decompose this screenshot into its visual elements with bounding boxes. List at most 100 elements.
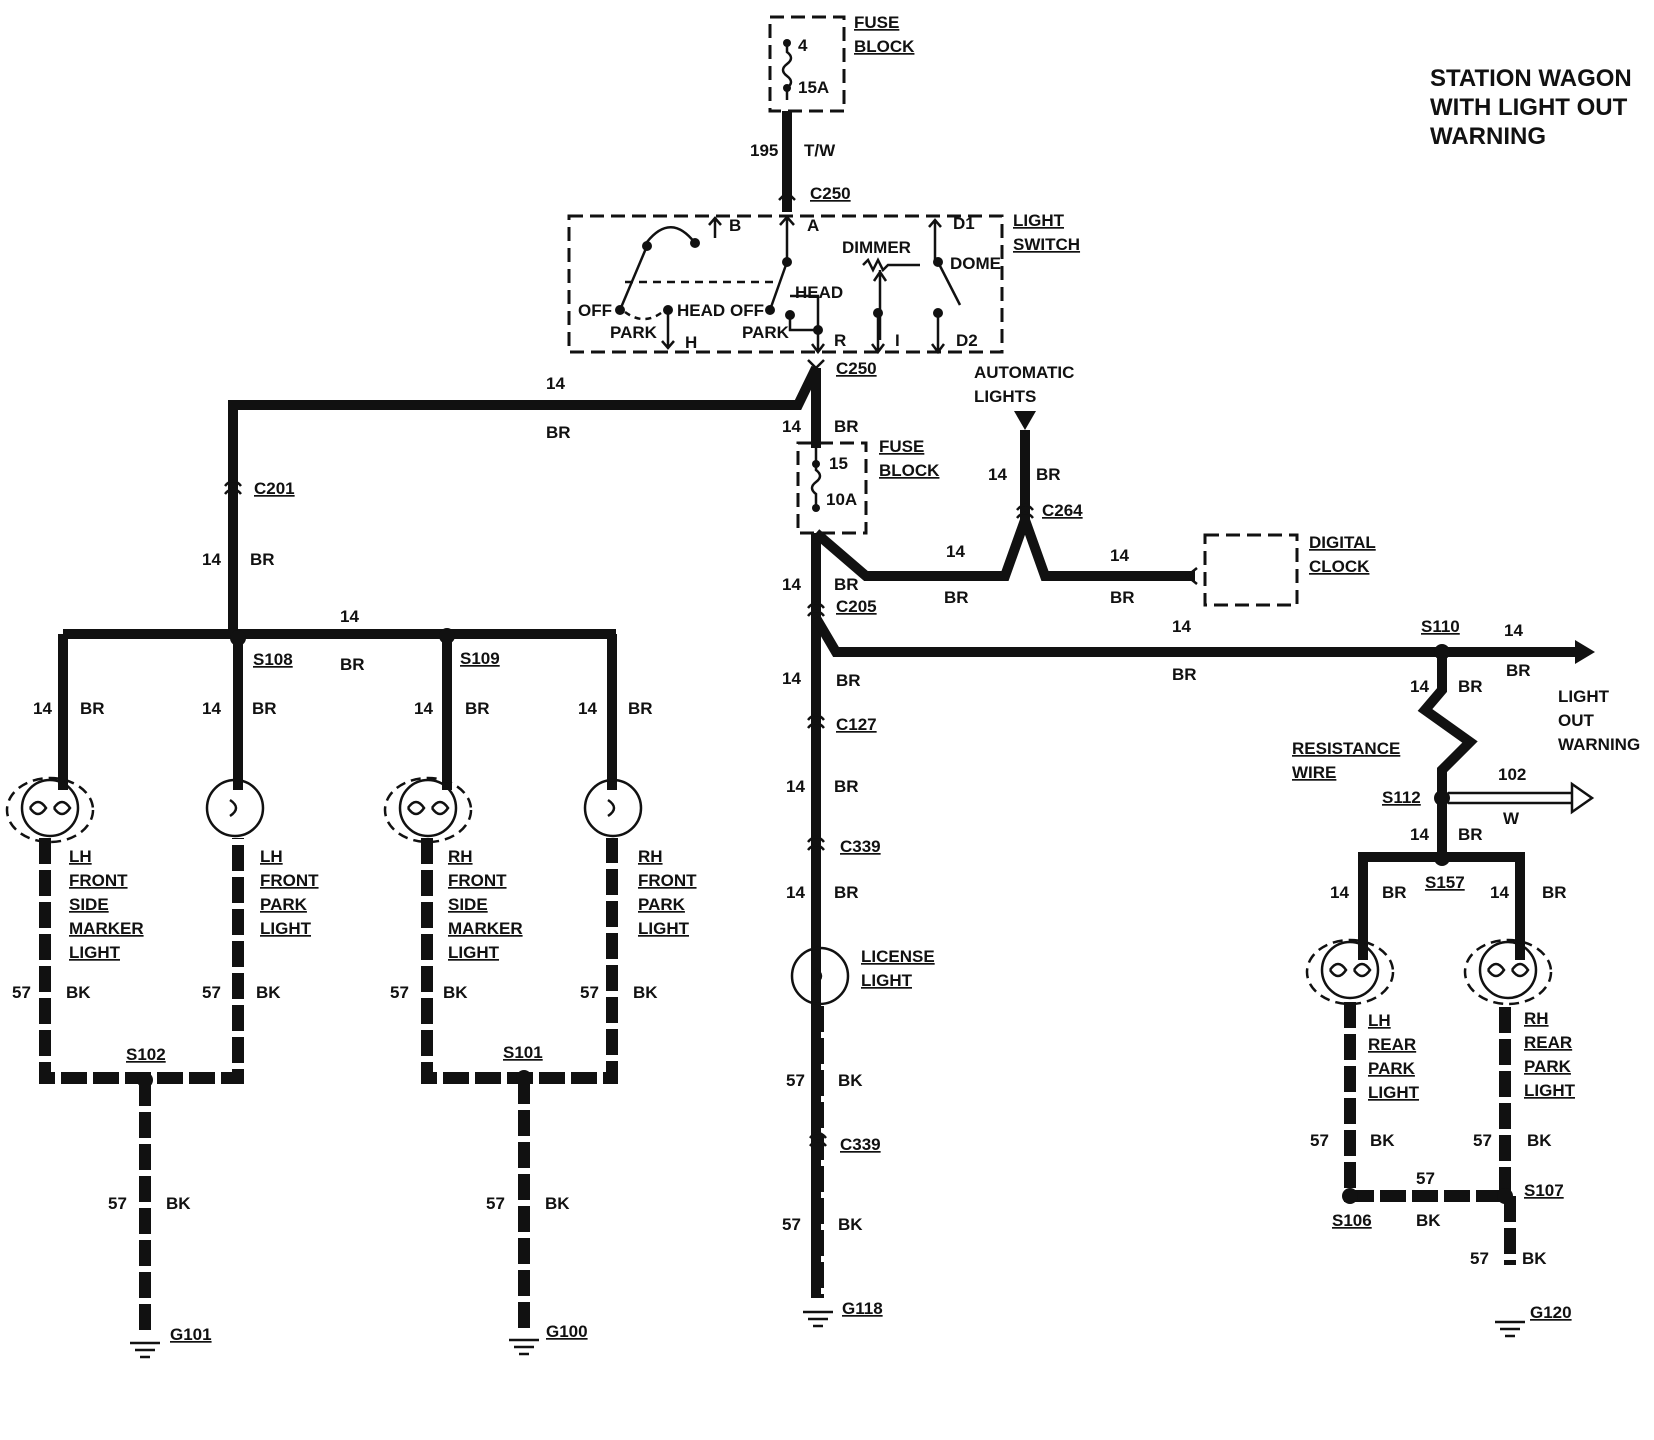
light-out-warning-label-1: LIGHT [1558,687,1610,706]
splice-s112-label: S112 [1382,788,1421,807]
terminal-a: A [807,216,819,235]
svg-text:LIGHT: LIGHT [1368,1083,1420,1102]
label-br-b: BR [250,550,275,569]
fuse-block-top: 4 15A FUSE BLOCK [768,13,915,113]
fuse-top-label-2: BLOCK [854,37,915,56]
connector-c339b-symbol [809,1131,827,1147]
label-br-e: BR [252,699,277,718]
arrow-right-icon [1575,640,1595,664]
ground-g120-label: G120 [1530,1303,1572,1322]
label-br-q: BR [1382,883,1407,902]
connector-c201: C201 [254,479,295,498]
svg-text:PARK: PARK [1524,1057,1572,1076]
label-br-i: BR [944,588,969,607]
svg-text:REAR: REAR [1524,1033,1572,1052]
light-switch: LIGHT SWITCH B A D1 DIMMER DOME OFF HEAD… [567,211,1080,355]
label-14-q: 14 [1330,883,1349,902]
fuse-mid-label-1: FUSE [879,437,924,456]
connector-c205: C205 [836,597,877,616]
svg-text:LH: LH [260,847,283,866]
label-14-g: 14 [578,699,597,718]
switch-park-1: PARK [610,323,658,342]
switch-dimmer: DIMMER [842,238,911,257]
label-57-c: 57 [108,1194,127,1213]
label-57-b: 57 [202,983,221,1002]
connector-c264: C264 [1042,501,1083,520]
title-line-3: WARNING [1430,123,1546,150]
ground-g101-label: G101 [170,1325,212,1344]
label-br-c: BR [340,655,365,674]
label-14-t: 14 [786,777,805,796]
svg-text:LIGHT: LIGHT [638,919,690,938]
terminal-h: H [685,333,697,352]
label-57-e: 57 [580,983,599,1002]
connector-c250b-symbol [807,359,825,370]
connector-c205-symbol [807,601,825,617]
digital-clock-label-2: CLOCK [1309,557,1370,576]
switch-dome: DOME [950,254,1001,273]
fuse-mid-label-2: BLOCK [879,461,940,480]
automatic-lights-arrow-icon [1014,411,1036,430]
connector-c250a: C250 [810,184,851,203]
lh-front-side-marker-bulb-icon [5,776,95,844]
label-bk-j: BK [1522,1249,1547,1268]
connector-c339a: C339 [840,837,881,856]
label-br-k: BR [1036,465,1061,484]
splice-s157-label: S157 [1425,873,1465,892]
label-br-l: BR [834,575,859,594]
label-br-g: BR [628,699,653,718]
label-bk-f: BK [545,1194,570,1213]
label-br-o: BR [1458,677,1483,696]
wire-br-clock-branch [812,505,1195,581]
terminal-b: B [729,216,741,235]
label-57-j: 57 [1470,1249,1489,1268]
splice-s106-label: S106 [1332,1211,1372,1230]
rh-front-park-label: RH FRONT PARK LIGHT [638,847,697,938]
ground-g100-icon [509,1338,539,1356]
rh-rear-park-bulb-icon [1463,938,1553,1006]
wire-br-left-feed [228,365,821,632]
fuse-mid-cavity: 15 [829,454,848,473]
svg-text:LIGHT: LIGHT [69,943,121,962]
label-57-k: 57 [786,1071,805,1090]
wire-br-warning-branch [811,615,1575,657]
connector-c127-symbol [807,713,825,729]
digital-clock: DIGITAL CLOCK [1203,533,1376,607]
label-br-m: BR [1172,665,1197,684]
resistance-wire-label-2: WIRE [1292,763,1336,782]
svg-text:LH: LH [69,847,92,866]
svg-text:FRONT: FRONT [448,871,507,890]
label-57-d: 57 [390,983,409,1002]
wire-br-rear-bus [1358,852,1525,960]
label-14-h: 14 [782,417,801,436]
arrow-right-hollow-icon [1570,781,1595,815]
label-br-f: BR [465,699,490,718]
automatic-lights-label-2: LIGHTS [974,387,1036,406]
label-14-d: 14 [33,699,52,718]
svg-text:PARK: PARK [1368,1059,1416,1078]
wire-102-w [1448,791,1572,805]
light-out-warning-label-3: WARNING [1558,735,1640,754]
svg-text:SIDE: SIDE [69,895,109,914]
label-57-g: 57 [1310,1131,1329,1150]
svg-text:FRONT: FRONT [260,871,319,890]
rh-front-side-marker-bulb-icon [383,776,473,844]
svg-text:RH: RH [1524,1009,1549,1028]
label-14-a: 14 [546,374,565,393]
automatic-lights-label-1: AUTOMATIC [974,363,1074,382]
label-14-s: 14 [782,669,801,688]
label-br-a: BR [546,423,571,442]
svg-text:FRONT: FRONT [638,871,697,890]
digital-clock-label-1: DIGITAL [1309,533,1376,552]
label-14-p: 14 [1410,825,1429,844]
svg-text:REAR: REAR [1368,1035,1416,1054]
clock-connector-symbol [1184,567,1198,585]
switch-off-1: OFF [578,301,612,320]
lh-rear-park-label: LH REAR PARK LIGHT [1368,1011,1420,1102]
splice-s101-label: S101 [503,1043,543,1062]
label-bk-g: BK [1370,1131,1395,1150]
label-57-l: 57 [782,1215,801,1234]
label-bk-b: BK [256,983,281,1002]
label-bk-k: BK [838,1071,863,1090]
